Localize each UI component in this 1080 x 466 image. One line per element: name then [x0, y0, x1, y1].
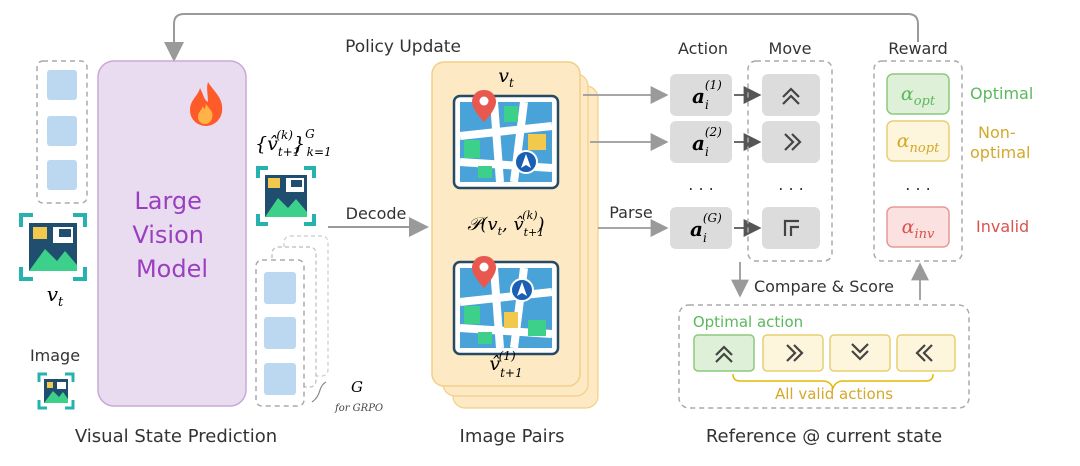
policy-update-arrow — [164, 13, 919, 62]
up-chevron-icon — [782, 87, 800, 105]
input-frame-stack — [36, 60, 88, 204]
right-section-title: Reference @ current state — [706, 426, 942, 447]
reward-alpha-opt: αopt — [901, 83, 936, 109]
reward-ellipsis: . . . — [905, 175, 930, 194]
valid-actions-brace — [732, 373, 934, 390]
action-header: Action — [678, 39, 728, 58]
predicted-square-2 — [264, 317, 296, 349]
grpo-brace — [311, 381, 327, 403]
all-valid-actions-label: All valid actions — [775, 385, 893, 403]
reward-box-optimal — [886, 73, 950, 115]
predicted-map-frame-icon — [256, 166, 316, 226]
reward-frame — [873, 60, 963, 262]
policy-update-label: Policy Update — [345, 37, 461, 57]
image-icon — [37, 372, 75, 410]
reference-frame — [678, 304, 970, 409]
pair-formula: 𝒫(vt, v̂t+1(k)) — [467, 209, 544, 239]
parse-label: Parse — [609, 203, 653, 222]
map-icon-predicted — [452, 256, 560, 356]
action-label-g: ai(G) — [690, 211, 722, 245]
pair-vhat-label: v̂t+1(1) — [489, 349, 522, 380]
map-frame-icon — [19, 213, 87, 281]
g-label: G — [351, 378, 363, 396]
fire-icon — [190, 82, 223, 126]
action-box-2 — [670, 121, 732, 163]
decode-label: Decode — [346, 204, 407, 223]
image-label: Image — [30, 346, 80, 365]
ref-down-chevron-icon — [851, 343, 869, 361]
large-vision-model-box — [97, 60, 247, 407]
move-ellipsis: . . . — [778, 175, 803, 194]
ref-right-chevron-icon — [786, 344, 804, 362]
reward-label-invalid: Invalid — [976, 217, 1029, 236]
compare-score-label: Compare & Score — [754, 277, 894, 296]
action-label-1: ai(1) — [692, 78, 722, 112]
action-box-g — [670, 207, 732, 249]
reward-alpha-inv: αinv — [902, 216, 935, 242]
predicted-square-3 — [264, 363, 296, 395]
ref-left-chevron-icon — [915, 344, 933, 362]
middle-section-title: Image Pairs — [460, 426, 565, 447]
predicted-square-1 — [264, 272, 296, 304]
grpo-label: for GRPO — [334, 403, 383, 414]
move-header: Move — [769, 39, 812, 58]
model-label: Large Vision Model — [132, 187, 211, 283]
reward-box-invalid — [886, 206, 950, 248]
action-ellipsis: . . . — [688, 175, 713, 194]
reward-label-nonoptimal: Non- optimal — [970, 123, 1031, 162]
map-icon-current — [452, 90, 560, 190]
input-square-3 — [47, 160, 77, 190]
move-frame — [747, 60, 833, 262]
action-label-2: ai(2) — [692, 125, 722, 159]
move-box-2 — [762, 121, 820, 163]
reward-alpha-nopt: αnopt — [897, 130, 940, 156]
right-chevron-icon — [784, 133, 802, 151]
vt-label: vt — [47, 282, 64, 310]
input-square-1 — [47, 70, 77, 100]
reward-label-optimal: Optimal — [970, 84, 1033, 103]
reference-action-right — [762, 334, 824, 372]
input-square-2 — [47, 116, 77, 146]
left-section-title: Visual State Prediction — [75, 426, 277, 447]
reward-header: Reward — [888, 39, 948, 58]
pair-vt-label: vt — [498, 65, 514, 90]
optimal-action-label: Optimal action — [693, 313, 803, 331]
action-box-1 — [670, 74, 732, 116]
ref-up-chevron-icon — [715, 345, 733, 363]
reference-action-left — [896, 334, 956, 372]
reward-box-nonoptimal — [886, 120, 950, 162]
turn-icon — [783, 219, 799, 236]
